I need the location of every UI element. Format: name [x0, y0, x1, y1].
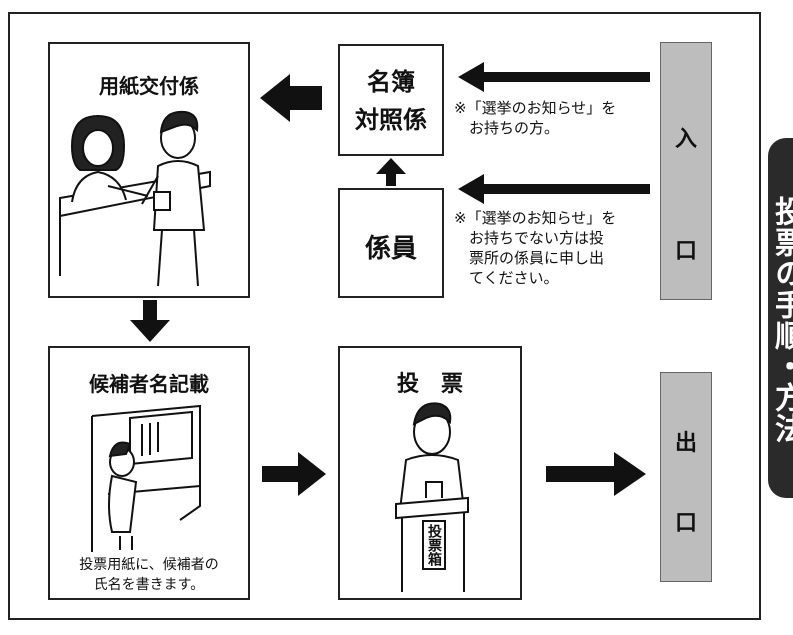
staff-box: 係員 [338, 188, 444, 298]
arrow-roster-to-issue [260, 74, 322, 122]
page-frame [8, 12, 761, 620]
vote-box: 投 票 投票箱 [338, 346, 522, 600]
arrow-write-to-vote [262, 452, 326, 496]
exit-char-2: 口 [674, 511, 697, 536]
issue-desk-box: 用紙交付係 [48, 42, 250, 298]
voting-booth-illustration [91, 404, 201, 552]
note-without-notice: ※「選挙のお知らせ」を お持ちでない方は投 票所の係員に申し出 てください。 [454, 209, 617, 287]
exit-gate: 出 口 [660, 372, 712, 582]
entrance-char-2: 口 [674, 239, 697, 264]
vote-title: 投 票 [396, 372, 463, 397]
arrow-entrance-to-staff [458, 174, 650, 204]
roster-check-title-line1: 名簿 [367, 68, 415, 96]
entrance-gate: 入 口 [660, 42, 712, 300]
arrow-entrance-to-roster [458, 62, 650, 92]
arrow-issue-to-write [130, 300, 170, 342]
arrow-vote-to-exit [546, 452, 646, 496]
note-with-notice: ※「選挙のお知らせ」を お持ちの方。 [454, 99, 617, 137]
write-candidate-caption-line1: 投票用紙に、候補者の [79, 557, 219, 573]
desk-staff-illustration [59, 110, 211, 287]
side-tab: 投票の手順・方法 [768, 138, 793, 498]
ballot-box-label: 投票箱 [422, 520, 446, 570]
exit-char-1: 出 [674, 431, 697, 456]
entrance-char-1: 入 [674, 127, 697, 152]
roster-check-box: 名簿 対照係 [338, 44, 444, 156]
arrow-staff-to-roster [376, 158, 406, 186]
issue-desk-title: 用紙交付係 [99, 74, 199, 98]
voter-illustration [395, 402, 469, 592]
write-candidate-box: 候補者名記載 投票用紙に、候補者の 氏名を書きます。 [48, 346, 250, 600]
write-candidate-caption-line2: 氏名を書きます。 [93, 577, 205, 593]
staff-title: 係員 [364, 234, 417, 264]
roster-check-title-line2: 対照係 [355, 106, 427, 134]
write-candidate-title: 候補者名記載 [89, 372, 209, 396]
